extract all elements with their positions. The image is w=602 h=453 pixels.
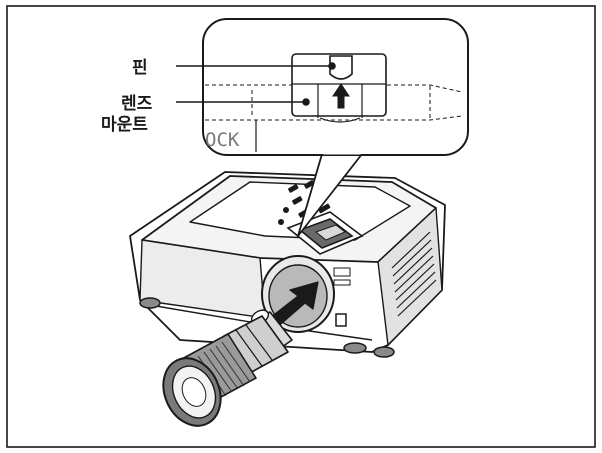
projector-right-side bbox=[377, 207, 443, 346]
projector-front-face bbox=[139, 239, 266, 319]
up-arrow-icon bbox=[332, 83, 350, 109]
callout-pointer bbox=[297, 153, 363, 237]
front-button bbox=[335, 313, 347, 327]
pin-marker bbox=[329, 55, 353, 80]
lens-mount-label-line2: 마운트 bbox=[101, 115, 148, 135]
projector-feet bbox=[139, 297, 395, 358]
lens-mount-label-line1: 렌즈 bbox=[121, 94, 153, 114]
projector-top-panel bbox=[189, 181, 411, 241]
lock-label: OCK bbox=[205, 129, 240, 151]
front-label-marks bbox=[333, 267, 351, 286]
leader-lines bbox=[176, 62, 336, 106]
pin-label: 핀 bbox=[132, 58, 148, 78]
callout-detail: OCK bbox=[205, 53, 463, 152]
lens-assembly bbox=[162, 309, 293, 427]
vent-grille bbox=[391, 231, 437, 317]
